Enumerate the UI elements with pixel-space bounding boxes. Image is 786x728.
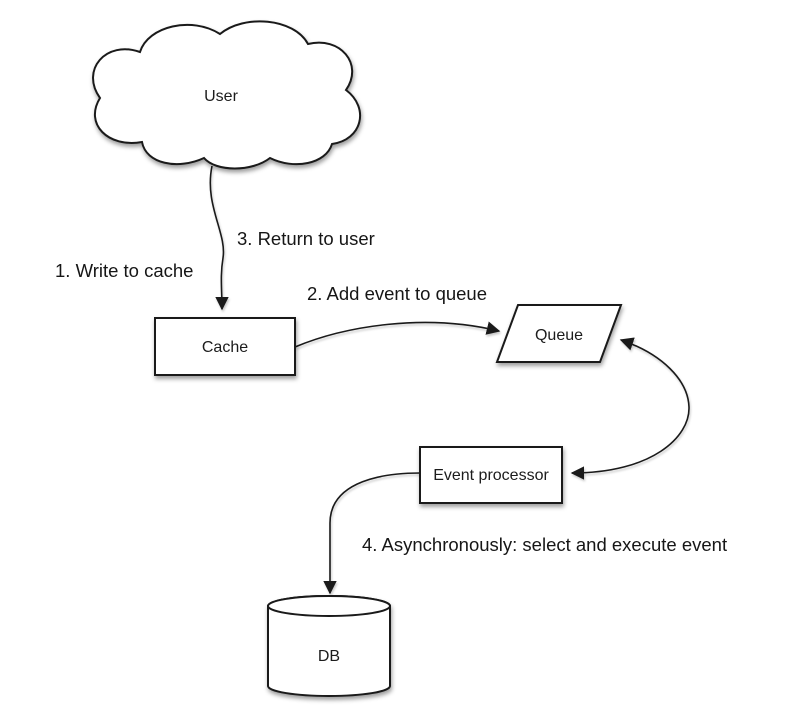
edge-cache-to-queue	[294, 321, 501, 348]
db-label: DB	[318, 648, 340, 665]
user-label: User	[204, 88, 238, 105]
label-step3-return-to-user: 3. Return to user	[237, 228, 375, 249]
event-processor-box	[419, 446, 563, 504]
queue-label: Queue	[535, 327, 583, 344]
label-step2-add-event-to-queue: 2. Add event to queue	[307, 283, 487, 304]
edge-queue-event-processor	[570, 337, 690, 480]
cache-label: Cache	[202, 339, 248, 356]
event-processor-label: Event processor	[433, 467, 549, 484]
edge-user-to-cache	[209, 165, 229, 311]
db-cylinder-lid	[267, 595, 391, 617]
edge-event-processor-to-db	[323, 472, 421, 595]
label-step1-write-to-cache: 1. Write to cache	[55, 260, 193, 281]
cache-box	[154, 317, 296, 376]
user-cloud-shape	[92, 20, 362, 170]
queue-parallelogram	[495, 304, 623, 363]
label-step4-async-execute: 4. Asynchronously: select and execute ev…	[362, 534, 727, 555]
